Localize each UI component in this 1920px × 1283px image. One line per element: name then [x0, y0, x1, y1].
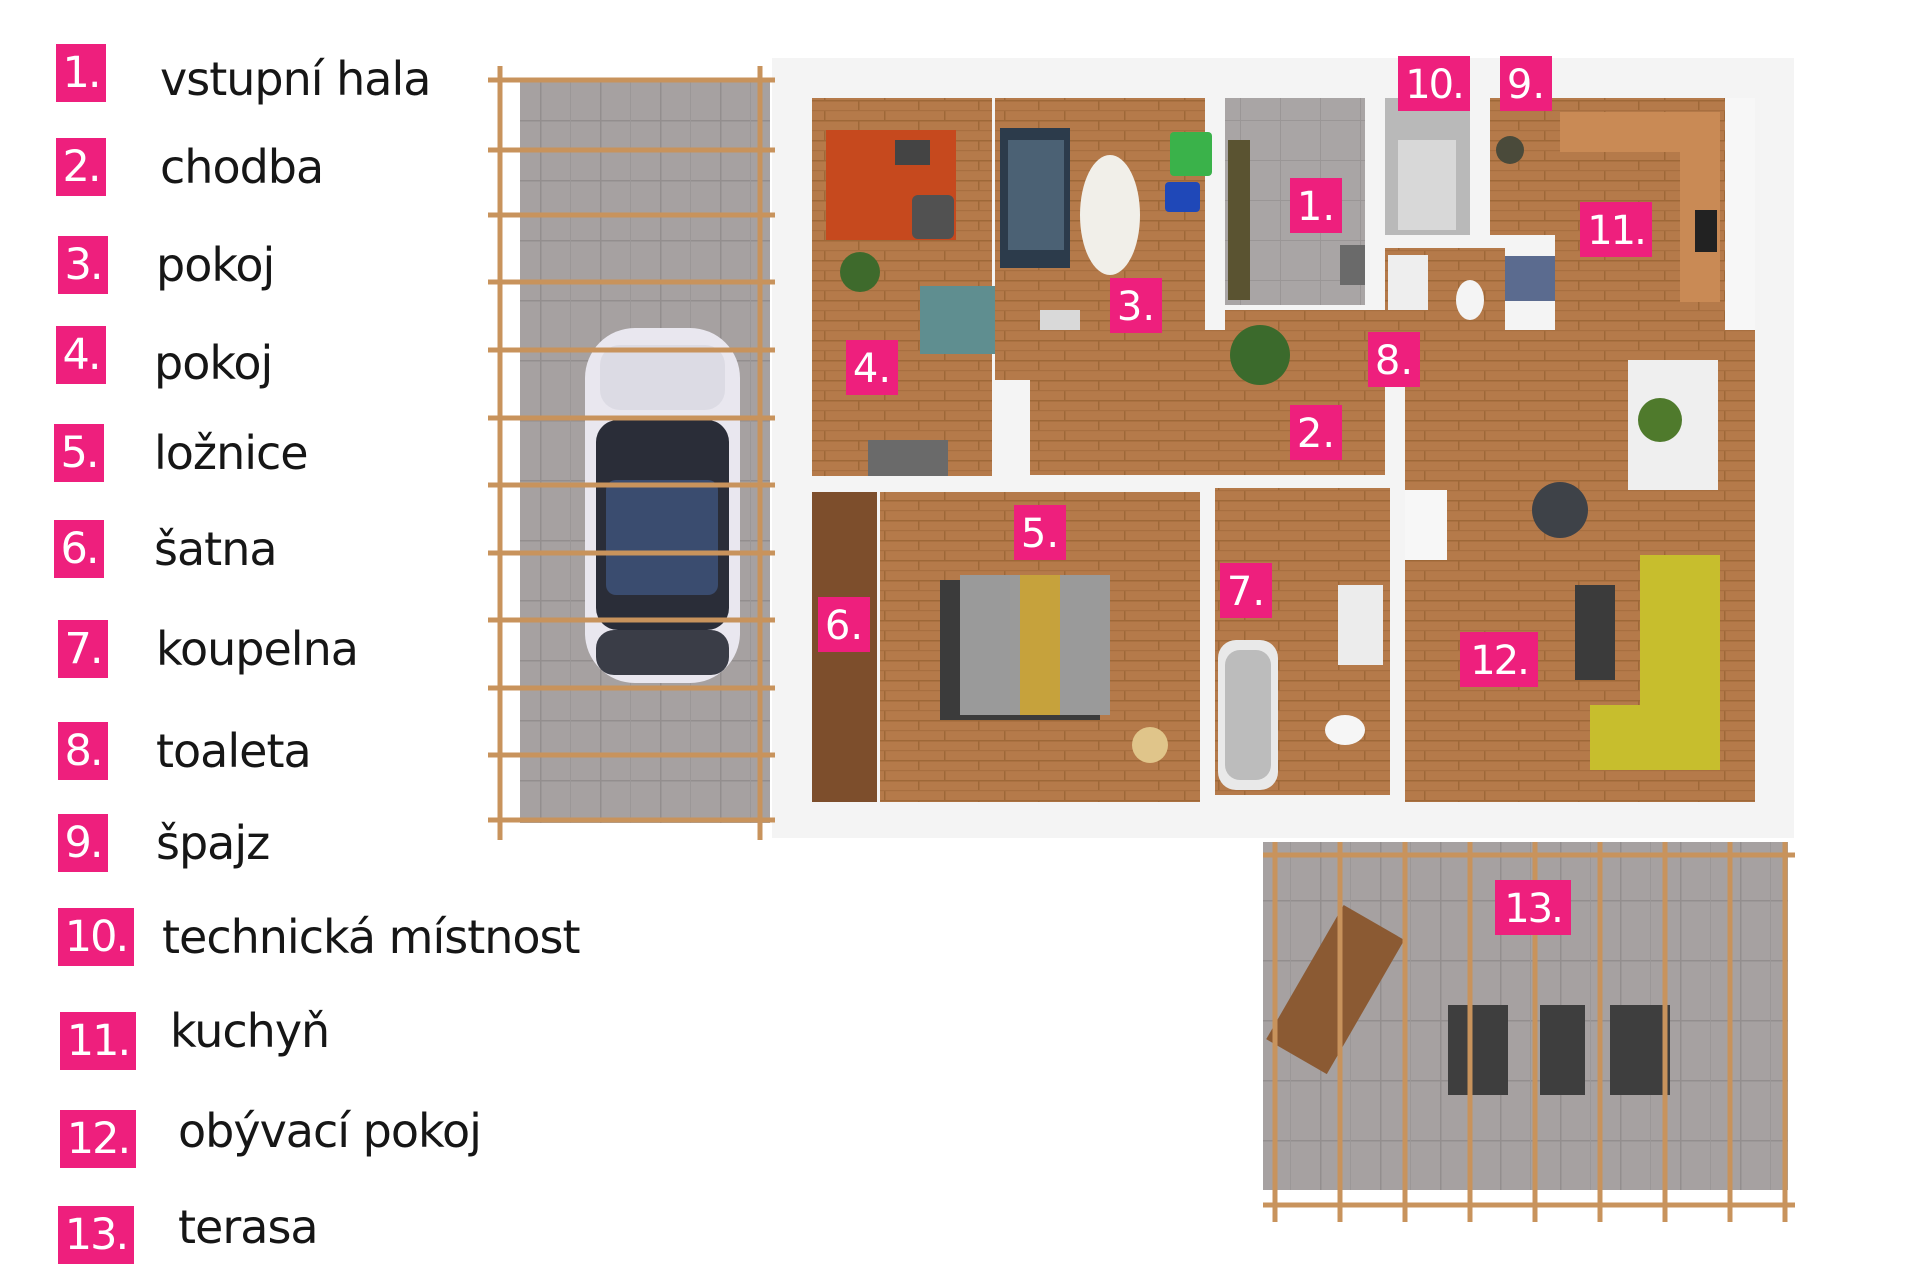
- legend-label: toaleta: [156, 724, 312, 778]
- legend-item-9: 9. špajz: [0, 814, 600, 884]
- legend-badge: 4.: [56, 326, 106, 384]
- legend-label: koupelna: [156, 622, 359, 676]
- legend-badge: 10.: [58, 908, 134, 966]
- svg-text:3.: 3.: [1117, 284, 1155, 330]
- plan-label-1: 1.: [1290, 178, 1342, 233]
- plan-label-7: 7.: [1220, 563, 1272, 618]
- plan-label-8: 8.: [1368, 332, 1420, 387]
- svg-text:6.: 6.: [825, 603, 863, 649]
- legend-label: obývací pokoj: [178, 1104, 482, 1158]
- legend-label: chodba: [160, 140, 324, 194]
- plan-label-11: 11.: [1580, 202, 1652, 257]
- plan-label-13: 13.: [1495, 880, 1571, 935]
- plan-label-4: 4.: [846, 340, 898, 395]
- plan-label-3: 3.: [1110, 278, 1162, 333]
- car: [585, 328, 740, 683]
- svg-text:2.: 2.: [1297, 411, 1335, 457]
- plan-label-9: 9.: [1500, 56, 1552, 111]
- plan-label-6: 6.: [818, 597, 870, 652]
- legend-badge: 11.: [60, 1012, 136, 1070]
- legend-item-12: 12. obývací pokoj: [0, 1104, 600, 1180]
- legend-item-10: 10. technická místnost: [0, 908, 600, 978]
- legend-label: kuchyň: [170, 1004, 330, 1058]
- legend-badge: 7.: [58, 620, 108, 678]
- svg-text:1.: 1.: [1297, 184, 1335, 230]
- legend-label: vstupní hala: [160, 52, 431, 106]
- legend-item-3: 3. pokoj: [0, 236, 600, 306]
- svg-text:8.: 8.: [1375, 338, 1413, 384]
- legend-label: špajz: [156, 816, 270, 870]
- legend-label: technická místnost: [162, 910, 581, 964]
- legend-item-6: 6. šatna: [0, 520, 600, 590]
- legend-item-1: 1. vstupní hala: [0, 44, 600, 114]
- legend-item-2: 2. chodba: [0, 138, 600, 208]
- legend-item-11: 11. kuchyň: [0, 1004, 600, 1082]
- legend-item-4: 4. pokoj: [0, 326, 600, 396]
- legend-item-8: 8. toaleta: [0, 722, 600, 792]
- legend-badge: 3.: [58, 236, 108, 294]
- svg-text:5.: 5.: [1021, 511, 1059, 557]
- legend-badge: 13.: [58, 1206, 134, 1264]
- legend-item-13: 13. terasa: [0, 1200, 600, 1276]
- legend-label: pokoj: [154, 336, 273, 390]
- plan-label-10: 10.: [1398, 56, 1470, 111]
- svg-text:7.: 7.: [1227, 569, 1265, 615]
- legend-badge: 12.: [60, 1110, 136, 1168]
- svg-text:9.: 9.: [1507, 62, 1545, 108]
- legend-label: terasa: [178, 1200, 319, 1254]
- plan-label-12: 12.: [1460, 632, 1538, 687]
- legend-label: pokoj: [156, 238, 275, 292]
- legend-item-5: 5. ložnice: [0, 424, 600, 494]
- plan-label-5: 5.: [1014, 505, 1066, 560]
- svg-text:12.: 12.: [1470, 638, 1528, 684]
- legend-badge: 9.: [58, 814, 108, 872]
- plan-label-2: 2.: [1290, 405, 1342, 460]
- legend-label: ložnice: [154, 426, 309, 480]
- legend-badge: 5.: [54, 424, 104, 482]
- legend-badge: 1.: [56, 44, 106, 102]
- svg-text:13.: 13.: [1504, 886, 1562, 932]
- legend-item-7: 7. koupelna: [0, 620, 600, 690]
- legend-badge: 2.: [56, 138, 106, 196]
- legend-label: šatna: [154, 522, 278, 576]
- room-9-floor: [1490, 98, 1555, 235]
- carport-pergola: [488, 66, 775, 840]
- legend-badge: 6.: [54, 520, 104, 578]
- svg-text:10.: 10.: [1405, 62, 1463, 108]
- legend-badge: 8.: [58, 722, 108, 780]
- svg-text:4.: 4.: [853, 346, 891, 392]
- svg-text:11.: 11.: [1587, 208, 1645, 254]
